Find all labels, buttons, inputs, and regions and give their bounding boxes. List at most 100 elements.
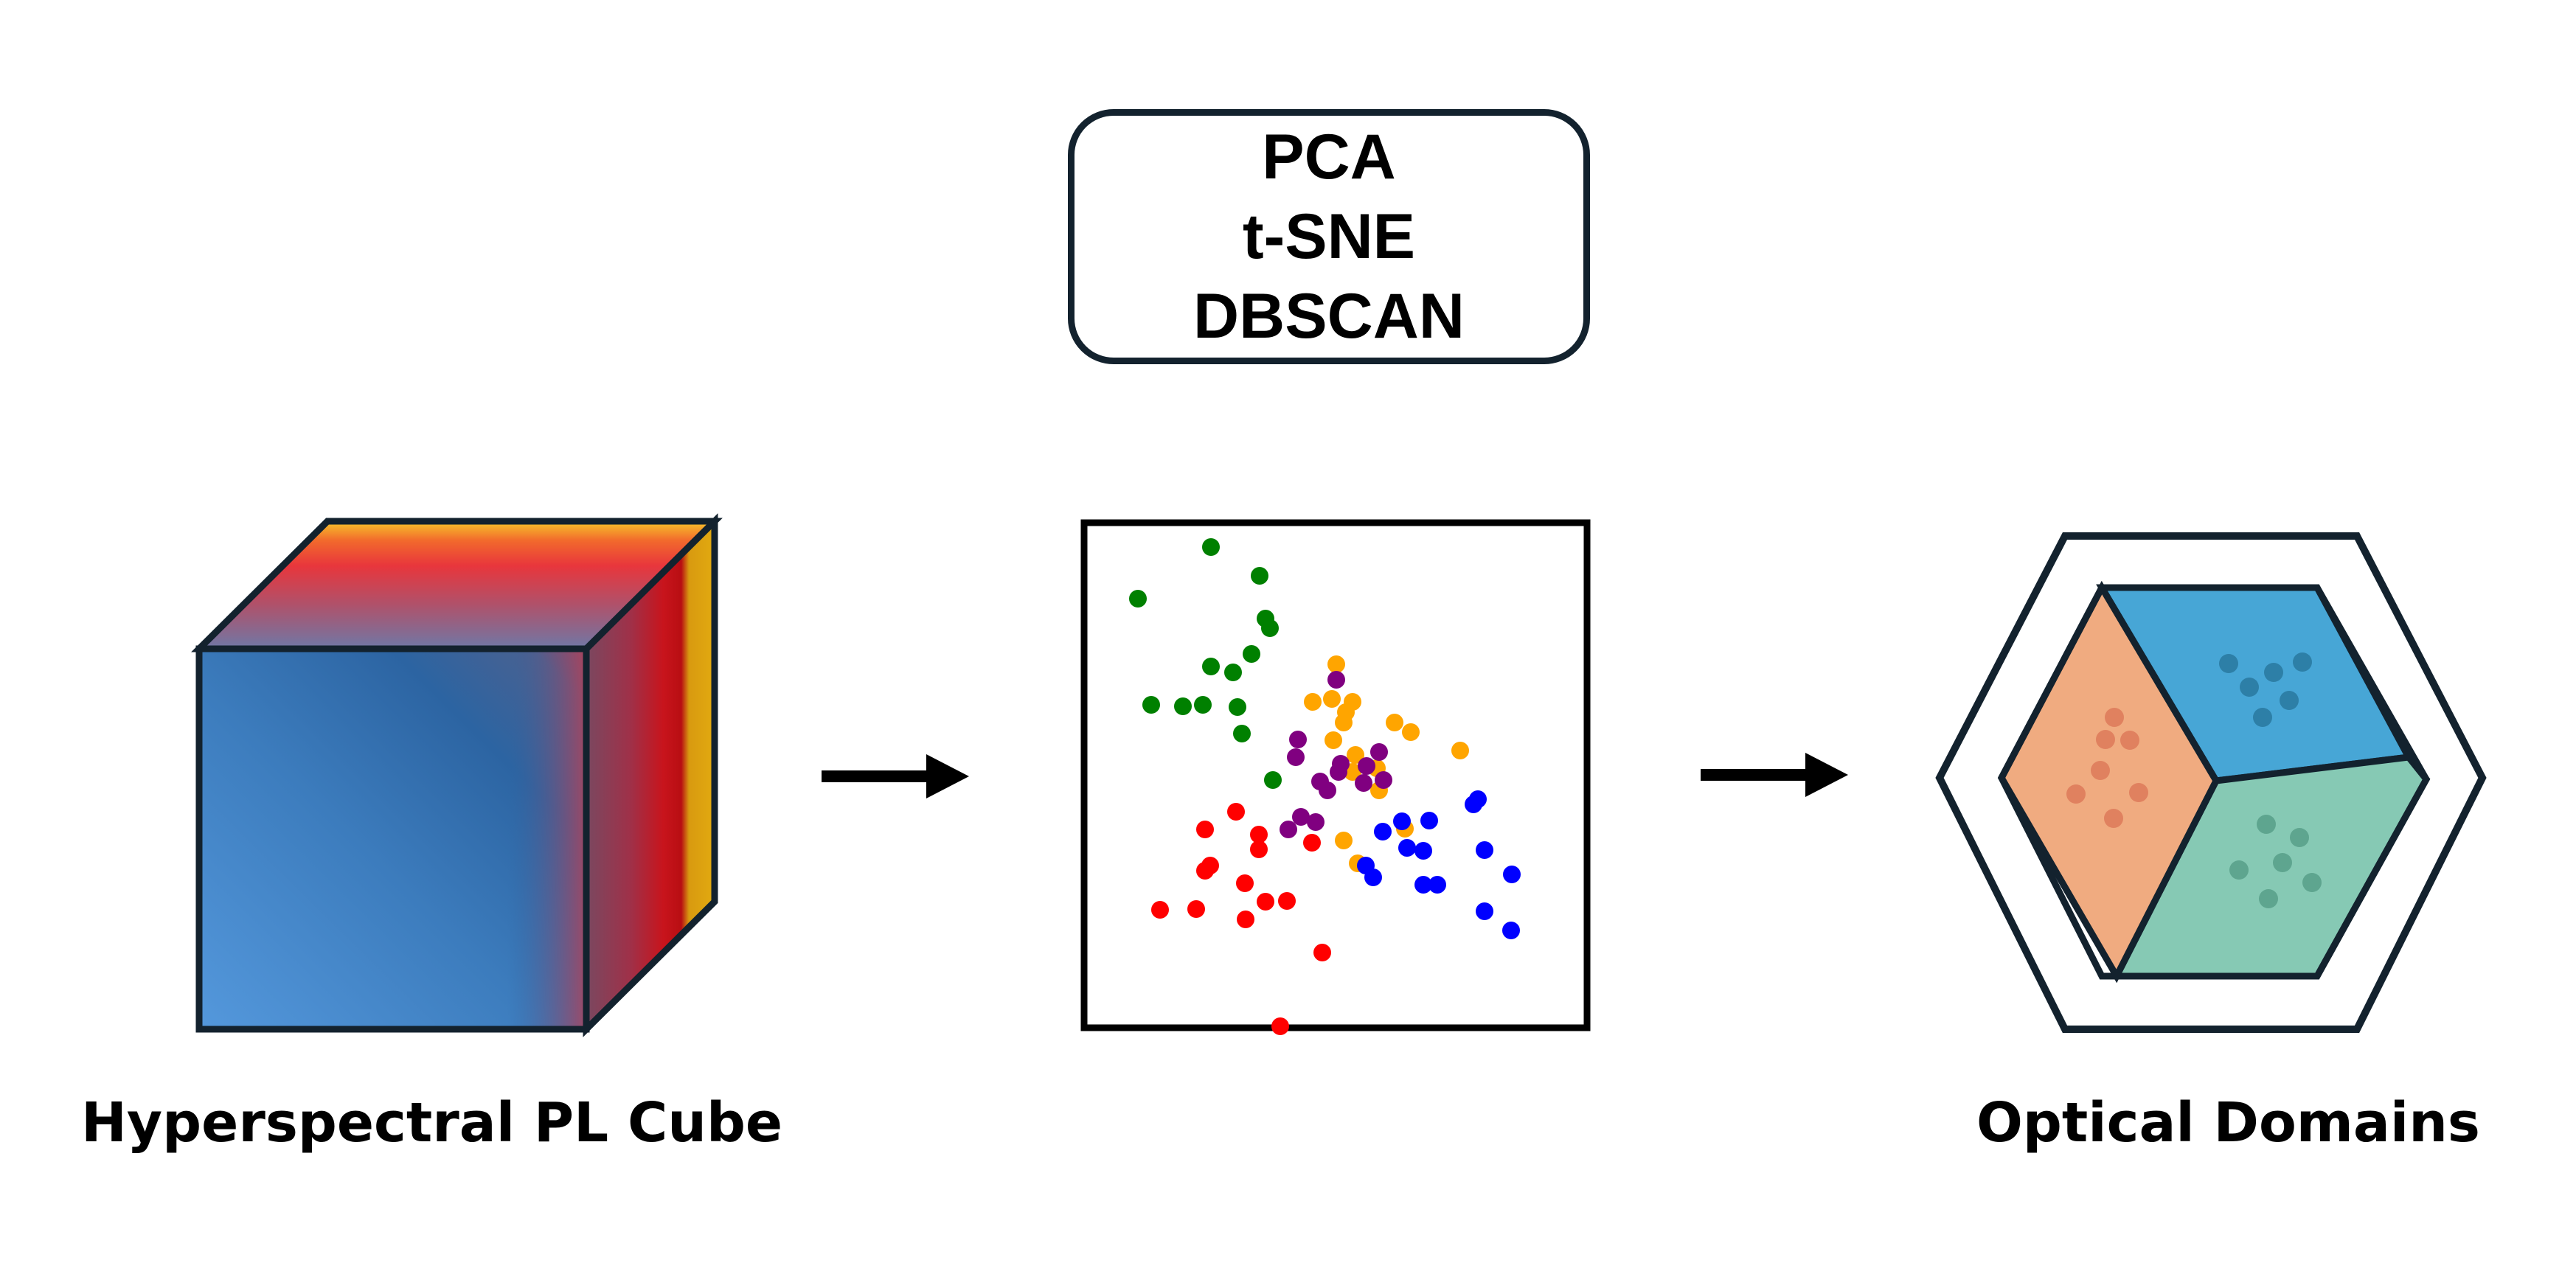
arrow-shaft	[822, 770, 932, 782]
scatter-point-green	[1174, 697, 1192, 715]
scatter-point-red	[1250, 840, 1268, 858]
scatter-point-blue	[1465, 796, 1482, 813]
domain-dot	[2302, 873, 2322, 892]
scatter-point-red	[1278, 892, 1296, 910]
scatter-point-orange	[1304, 693, 1322, 711]
domain-dot	[2273, 853, 2292, 872]
method-dbscan: DBSCAN	[1193, 281, 1465, 352]
scatter-point-blue	[1414, 876, 1432, 894]
scatter-point-orange	[1335, 714, 1353, 731]
scatter-point-orange	[1402, 723, 1420, 741]
scatter-point-orange	[1327, 655, 1345, 673]
domain-dot	[2280, 691, 2299, 710]
scatter-points	[1129, 538, 1521, 1035]
cube-front-edge-tint	[202, 652, 583, 1026]
scatter-point-green	[1194, 696, 1212, 714]
arrow-shaft	[1701, 769, 1811, 781]
cluster-scatter-plot	[1080, 519, 1591, 1035]
domain-dot	[2290, 828, 2309, 847]
scatter-point-red	[1237, 911, 1254, 928]
scatter-point-red	[1257, 893, 1274, 911]
scatter-point-red	[1227, 803, 1245, 821]
scatter-point-green	[1142, 696, 1160, 714]
scatter-point-red	[1187, 900, 1205, 918]
scatter-point-orange	[1323, 690, 1341, 708]
scatter-point-blue	[1502, 922, 1520, 939]
scatter-point-red	[1250, 826, 1268, 843]
scatter-point-purple	[1327, 671, 1345, 689]
method-tsne: t-SNE	[1242, 201, 1416, 272]
scatter-point-green	[1129, 590, 1147, 608]
domain-dot	[2096, 730, 2115, 749]
domain-dot	[2229, 860, 2249, 880]
scatter-point-purple	[1292, 808, 1310, 826]
scatter-point-blue	[1414, 842, 1432, 860]
scatter-point-orange	[1325, 731, 1342, 749]
domain-dot	[2253, 708, 2272, 727]
optical-domains-hexagon	[1935, 532, 2487, 1033]
scatter-point-orange	[1335, 832, 1353, 849]
scatter-point-purple	[1370, 743, 1388, 761]
scatter-point-green	[1243, 645, 1260, 663]
hyperspectral-cube	[191, 513, 723, 1037]
scatter-point-red	[1313, 944, 1331, 961]
domain-dot	[2219, 654, 2238, 673]
arrow-cube-to-scatter	[822, 754, 969, 798]
scatter-point-blue	[1476, 841, 1493, 859]
domain-dot	[2066, 784, 2086, 804]
scatter-point-blue	[1428, 876, 1446, 894]
scatter-point-red	[1196, 862, 1214, 880]
caption-hyperspectral-cube: Hyperspectral PL Cube	[81, 1091, 783, 1155]
domain-dot	[2105, 708, 2124, 727]
caption-optical-domains: Optical Domains	[1976, 1091, 2480, 1155]
domain-dot	[2129, 783, 2148, 802]
scatter-point-green	[1261, 619, 1279, 637]
scatter-point-green	[1233, 725, 1251, 742]
scatter-point-purple	[1355, 774, 1372, 792]
scatter-point-green	[1224, 664, 1242, 681]
scatter-point-orange	[1451, 742, 1469, 759]
scatter-point-orange	[1386, 714, 1403, 731]
domain-dot	[2104, 809, 2123, 828]
scatter-point-blue	[1420, 812, 1438, 829]
scatter-point-blue	[1374, 823, 1392, 840]
scatter-point-purple	[1289, 731, 1307, 748]
arrow-head	[1805, 753, 1848, 797]
scatter-point-green	[1264, 771, 1282, 789]
scatter-point-blue	[1503, 866, 1521, 883]
scatter-point-red	[1196, 821, 1214, 838]
scatter-point-green	[1202, 538, 1220, 556]
domain-dot	[2259, 889, 2278, 908]
scatter-point-red	[1271, 1017, 1289, 1035]
scatter-point-red	[1303, 834, 1321, 852]
scatter-point-purple	[1280, 821, 1297, 838]
arrow-scatter-to-domains	[1701, 753, 1848, 797]
scatter-point-green	[1202, 658, 1220, 675]
scatter-point-orange	[1347, 746, 1364, 764]
domain-dot	[2293, 652, 2312, 672]
scatter-point-blue	[1398, 839, 1416, 857]
scatter-point-purple	[1287, 748, 1305, 766]
scatter-point-purple	[1375, 771, 1392, 789]
cube-front-outline	[195, 645, 590, 1033]
domain-dot	[2120, 731, 2139, 750]
methods-box: PCA t-SNE DBSCAN	[1068, 109, 1590, 364]
scatter-point-green	[1251, 567, 1268, 585]
scatter-point-blue	[1476, 902, 1493, 920]
domain-dot	[2264, 663, 2283, 682]
scatter-point-red	[1151, 901, 1169, 919]
scatter-point-purple	[1330, 763, 1347, 781]
inner-hexagon	[1997, 584, 2431, 980]
method-pca: PCA	[1262, 122, 1396, 192]
scatter-point-green	[1229, 698, 1246, 716]
domain-dot	[2091, 761, 2110, 780]
scatter-point-blue	[1393, 812, 1411, 830]
scatter-point-blue	[1364, 869, 1382, 886]
domain-dot	[2240, 678, 2259, 697]
domain-dot	[2257, 815, 2276, 834]
scatter-point-red	[1236, 874, 1254, 892]
scatter-point-purple	[1307, 813, 1325, 831]
scatter-point-purple	[1358, 757, 1375, 775]
